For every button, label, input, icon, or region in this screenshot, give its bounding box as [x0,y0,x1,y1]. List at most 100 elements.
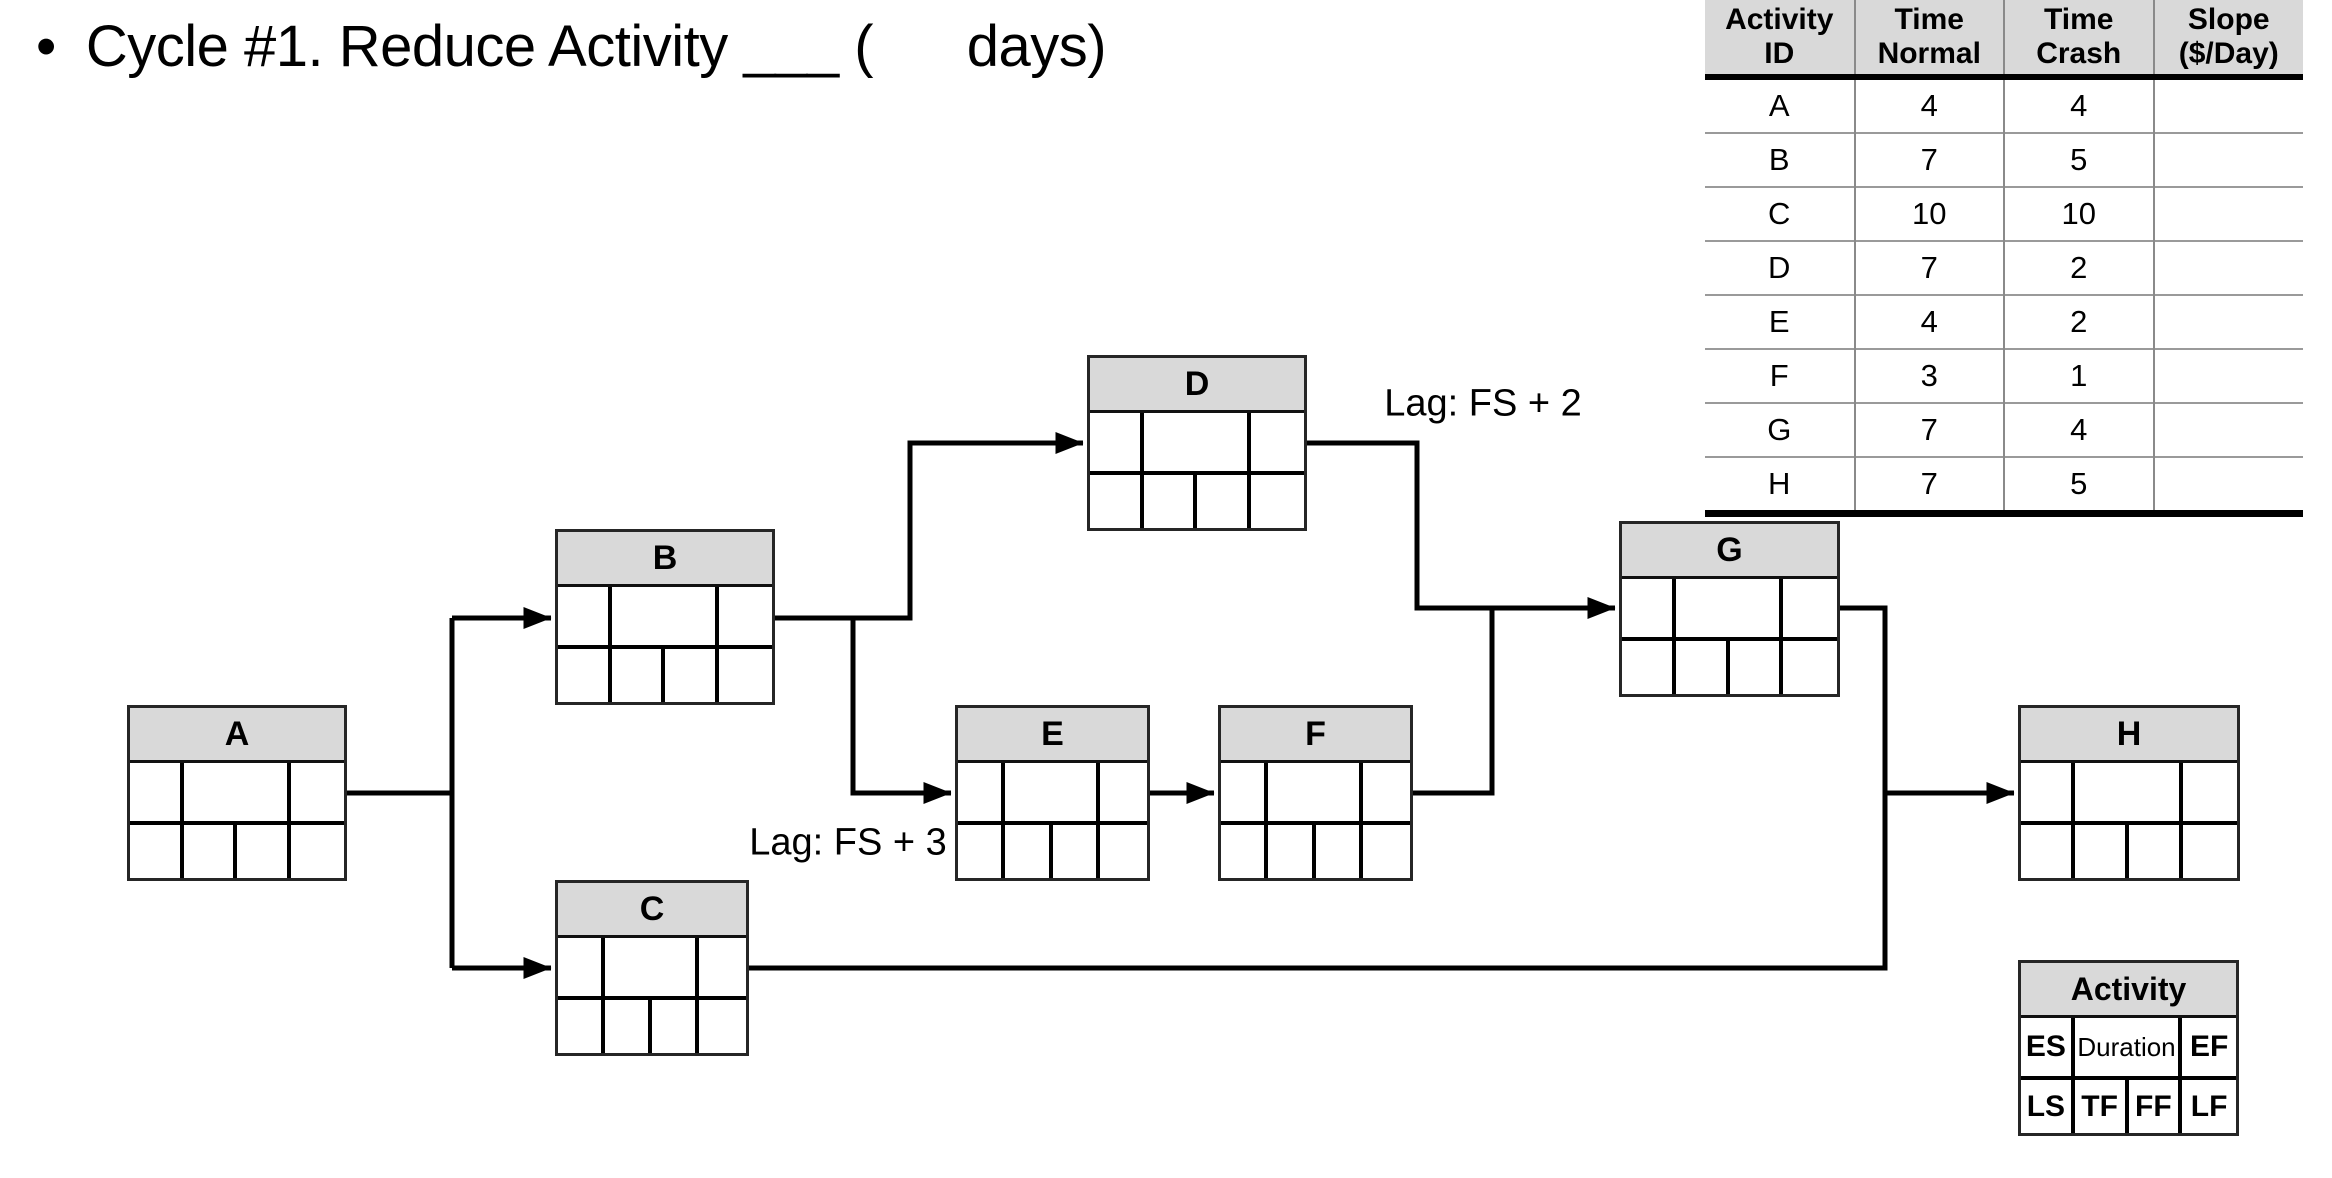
cell-slope [2152,77,2303,133]
cell-duration: Duration [2075,1018,2183,1076]
node-cell [1090,413,1144,471]
col-header-line1: Slope [2187,3,2270,37]
cell-ff: FF [2129,1080,2183,1133]
node-cell [291,825,345,878]
crash-table-col-header-3: Slope($/Day) [2152,0,2303,80]
cell-slope [2152,456,2303,517]
activity-node-d-row-lstffflf [1090,471,1304,528]
activity-node-b-header: B [558,532,772,587]
cell-crash: 4 [2003,402,2154,457]
dependency-arrow [850,618,952,804]
node-cell [2129,825,2183,878]
col-header-line1: Activity [1725,3,1834,37]
activity-node-a-row-lstffflf [130,821,344,878]
activity-node-c-row-lstffflf [558,996,746,1053]
node-cell [1053,825,1100,878]
node-cell [1144,413,1251,471]
node-cell [1268,763,1363,821]
cell-crash: 2 [2003,240,2154,295]
node-cell [1090,475,1144,528]
node-cell [665,649,719,702]
cell-normal: 7 [1853,240,2004,295]
activity-node-d-header: D [1090,358,1304,413]
activity-node-f: F [1218,705,1413,881]
node-cell [605,938,699,996]
node-cell [2075,825,2129,878]
activity-node-e: E [955,705,1150,881]
cell-slope [2152,132,2303,187]
node-cell [1676,579,1784,637]
cell-id: F [1705,348,1855,403]
node-cell [612,587,719,645]
cell-id: H [1705,456,1855,517]
cell-crash: 10 [2003,186,2154,241]
node-cell [1100,825,1147,878]
cell-normal: 7 [1853,456,2004,517]
node-cell [130,763,184,821]
cell-crash: 2 [2003,294,2154,349]
node-cell [1363,825,1410,878]
node-cell [558,938,605,996]
node-cell [1005,825,1053,878]
node-cell [2183,763,2237,821]
activity-node-f-row-esdurationef [1221,763,1410,821]
node-cell [1730,641,1784,694]
node-cell [558,649,612,702]
dependency-line [749,605,1888,971]
col-header-line2: ($/Day) [2178,37,2279,70]
activity-node-b-row-esdurationef [558,587,772,645]
col-header-line1: Time [2044,3,2114,37]
activity-node-b: B [555,529,775,705]
cell-normal: 10 [1853,186,2004,241]
activity-node-g: G [1619,521,1840,697]
cell-crash: 4 [2003,77,2154,133]
activity-node-a-row-esdurationef [130,763,344,821]
node-cell [184,825,237,878]
activity-node-g-header: G [1622,524,1837,579]
node-cell [605,1000,652,1053]
node-cell [1363,763,1410,821]
cell-id: G [1705,402,1855,457]
node-cell [291,763,345,821]
node-cell [699,938,746,996]
activity-node-d: D [1087,355,1307,531]
cell-ef: EF [2189,1030,2229,1063]
node-cell [699,1000,746,1053]
cell-id: E [1705,294,1855,349]
activity-node-c: C [555,880,749,1056]
node-cell [2021,763,2075,821]
activity-node-e-row-lstffflf [958,821,1147,878]
node-cell [719,649,773,702]
node-cell [1268,825,1316,878]
dependency-arrow [775,431,1084,621]
activity-node-a-header: A [130,708,344,763]
col-header-line2: ID [1764,37,1795,70]
cell-id: B [1705,132,1855,187]
node-cell [2021,825,2075,878]
activity-node-e-row-esdurationef [958,763,1147,821]
lag-label-0: Lag: FS + 2 [1384,382,1582,425]
cell-normal: 4 [1853,294,2004,349]
cell-id: A [1768,88,1790,123]
cell-ls: LS [2021,1080,2075,1133]
activity-node-f-row-lstffflf [1221,821,1410,878]
node-cell [1783,579,1837,637]
page-title: • Cycle #1. Reduce Activity ___ ( days) [36,14,1107,81]
node-cell [558,1000,605,1053]
cell-normal: 7 [1853,402,2004,457]
col-header-line2: Crash [2036,37,2122,70]
